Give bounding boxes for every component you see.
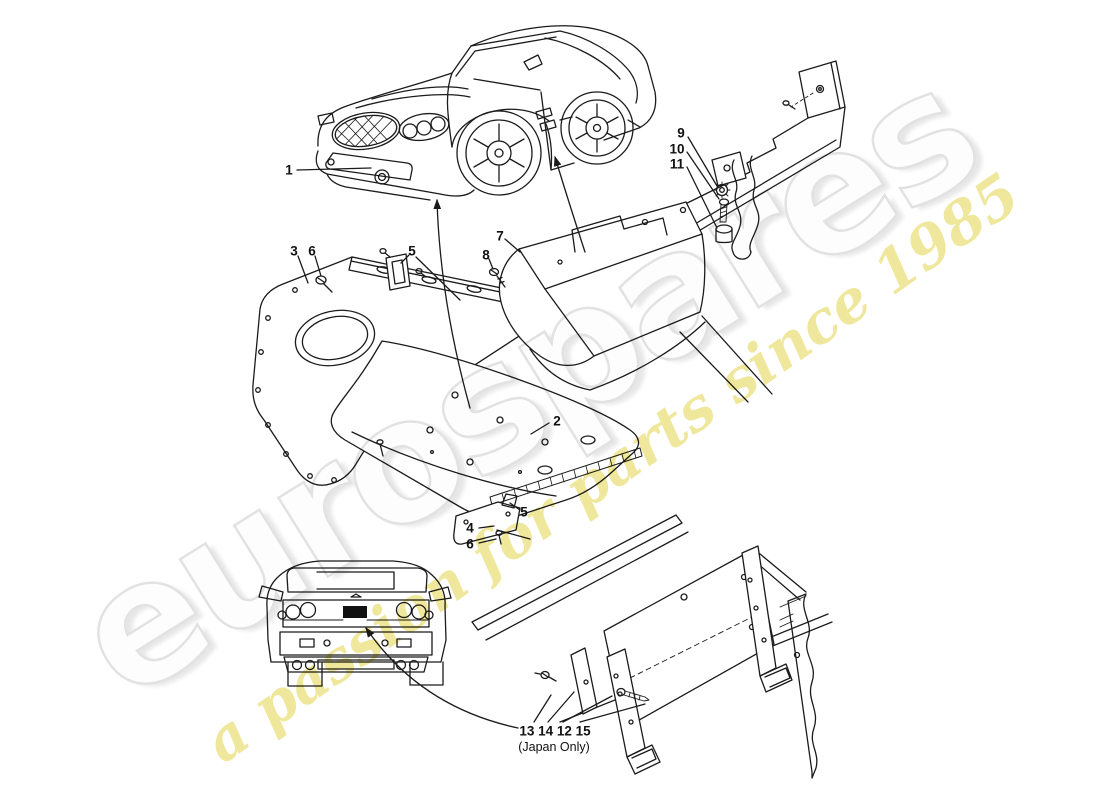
callout-10: 10 <box>669 141 685 157</box>
undertray-panel <box>330 340 640 519</box>
spoiler-screw-icon <box>488 267 506 288</box>
car-three-quarter-view <box>315 25 657 201</box>
callout-6-upper: 6 <box>308 243 316 259</box>
plate-bolt-icon <box>616 687 650 702</box>
callout-2: 2 <box>553 413 561 429</box>
side-spoiler-assembly <box>488 201 773 403</box>
lower-bracket <box>453 501 521 545</box>
sill-trim-strips <box>471 514 689 641</box>
lower-clip <box>501 493 518 509</box>
grille-band <box>282 599 430 628</box>
callout-9: 9 <box>677 125 685 141</box>
spacer-icon <box>715 224 733 244</box>
callout-japan-only-note: (Japan Only) <box>518 740 590 754</box>
side-spoiler <box>498 201 706 367</box>
callout-3: 3 <box>290 243 298 259</box>
grille-mesh <box>333 111 399 151</box>
pointer-arrows <box>365 155 586 729</box>
callout-5-upper: 5 <box>408 243 416 259</box>
front-undertray <box>330 340 643 519</box>
undertray-to-car-arrow <box>433 198 471 409</box>
bolt-icon <box>718 198 730 223</box>
sill-panel <box>654 106 846 249</box>
plate-screw-icon <box>534 670 557 682</box>
spoiler-to-car-arrow <box>553 155 586 253</box>
lower-bracket-assembly <box>453 493 531 545</box>
star-washer-icon <box>713 181 731 199</box>
callout-11: 11 <box>669 156 685 172</box>
callout-1: 1 <box>285 162 293 178</box>
callout-5-lower: 5 <box>520 504 528 520</box>
callout-group-japan: 13 14 12 15 <box>519 723 591 739</box>
rail-clip <box>385 253 411 291</box>
rear-wheel-icon <box>560 91 634 165</box>
sill-end-flange <box>798 60 846 119</box>
leader-lines <box>296 136 720 723</box>
undertray-edge-rail <box>489 447 643 506</box>
door-mirrors <box>258 585 452 602</box>
body-section-torn-edge <box>787 593 818 779</box>
callout-7: 7 <box>496 228 504 244</box>
car-front-view <box>258 560 452 687</box>
japan-plate-arrow <box>365 626 519 729</box>
sill-panel-assembly <box>654 60 846 260</box>
flange-screw-icon <box>782 100 790 106</box>
number-plate-bracket-assembly <box>471 514 833 779</box>
callout-6-lower: 6 <box>466 536 474 552</box>
front-number-plate <box>343 606 367 618</box>
sill-bracket <box>731 159 742 253</box>
callout-4: 4 <box>466 520 474 536</box>
callout-8: 8 <box>482 247 490 263</box>
front-wheel-icon <box>456 110 542 196</box>
